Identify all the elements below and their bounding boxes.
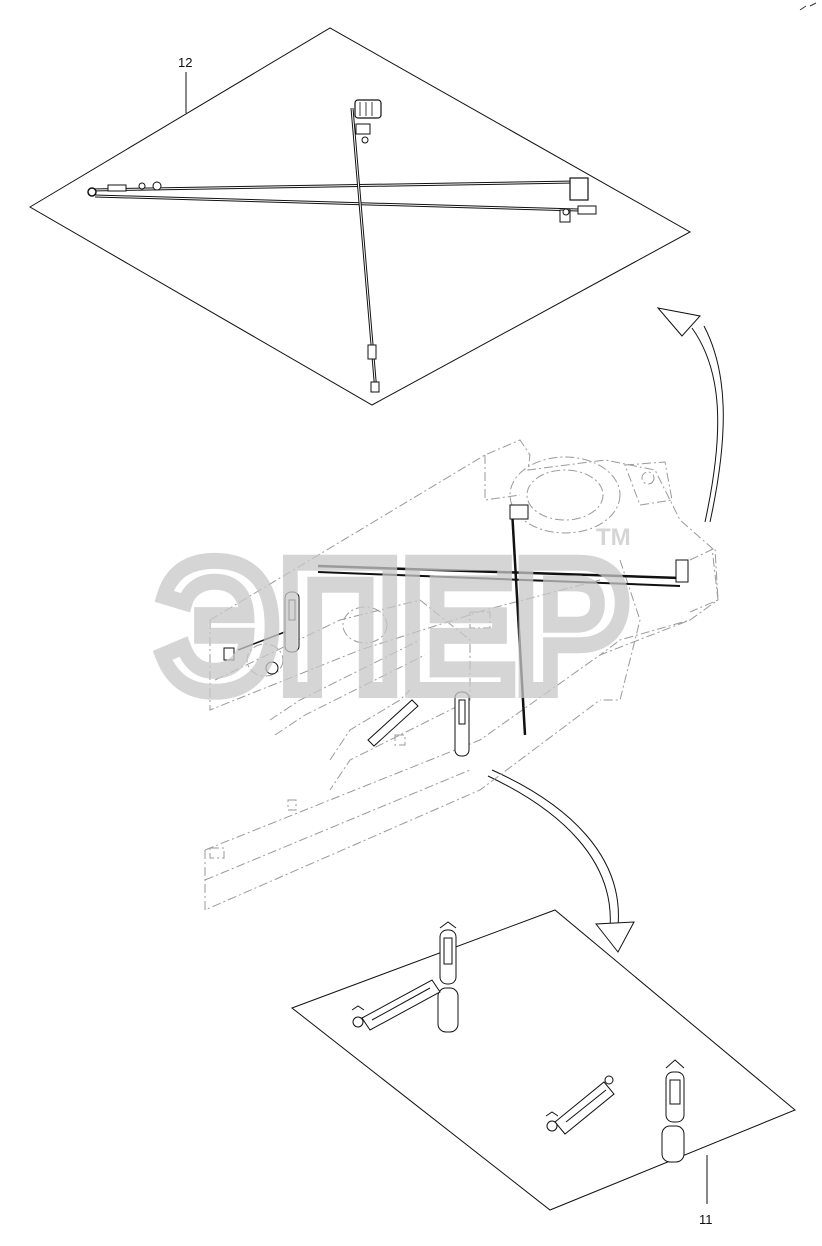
corner-mark [799,2,817,11]
cylinder-set-right [545,1059,685,1163]
bottom-panel-outline [290,909,796,1211]
harness-installed [223,504,689,736]
bottom-panel: 11 [290,909,796,1227]
harness-diagonal [350,99,382,393]
watermark: ЭПЕР TM [150,516,636,738]
frame-outline [204,439,719,911]
machine-frame [204,439,719,911]
cylinder-set-left [351,921,459,1033]
top-panel-outline [29,27,692,406]
bottom-callout-label: 11 [699,1212,713,1227]
arrow-down [487,769,635,953]
cylinders-installed [284,591,470,757]
top-callout-label: 12 [178,55,192,70]
harness-long [87,177,597,223]
watermark-tm: TM [596,524,631,551]
watermark-text: ЭПЕР [158,524,628,730]
top-panel: 12 [29,27,692,406]
arrow-up [656,307,724,523]
